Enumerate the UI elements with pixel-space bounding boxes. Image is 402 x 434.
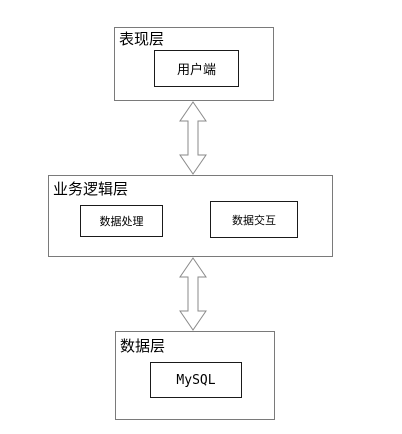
double-arrow-lower-shape [179, 257, 207, 331]
client-box: 用户端 [154, 50, 239, 87]
double-arrow-upper [179, 101, 207, 175]
business-logic-layer: 业务逻辑层 数据处理 数据交互 [48, 175, 333, 257]
data-layer: 数据层 MySQL [115, 331, 275, 420]
double-arrow-lower [179, 257, 207, 331]
presentation-layer-title: 表现层 [119, 30, 165, 48]
data-processing-label: 数据处理 [99, 215, 144, 228]
client-box-label: 用户端 [176, 63, 216, 78]
data-layer-title: 数据层 [120, 337, 166, 355]
mysql-box-label: MySQL [176, 372, 216, 388]
data-processing-box: 数据处理 [80, 205, 163, 237]
presentation-layer: 表现层 用户端 [114, 27, 274, 101]
data-exchange-label: 数据交互 [232, 213, 276, 227]
business-logic-layer-title: 业务逻辑层 [53, 180, 129, 198]
data-exchange-box: 数据交互 [210, 201, 298, 238]
double-arrow-upper-shape [179, 101, 207, 175]
mysql-box: MySQL [150, 362, 242, 398]
